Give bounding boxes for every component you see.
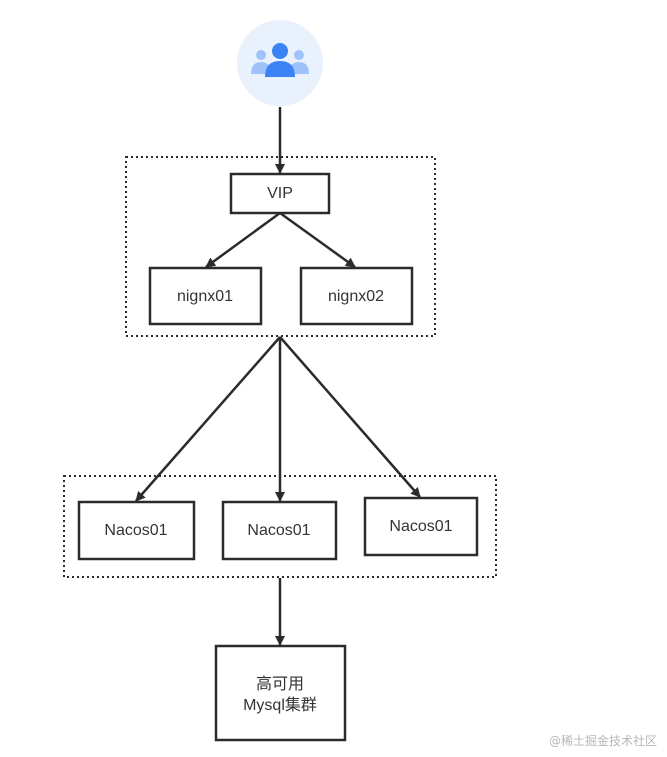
nacos3-label: Nacos01 [389, 518, 452, 535]
nginx1-label: nignx01 [177, 288, 233, 305]
nginx2-label: nignx02 [328, 288, 384, 305]
nginx-group-boundary [125, 156, 436, 337]
arrow-nginx-to-nacos1 [135, 336, 281, 502]
nacos2-box [221, 500, 338, 561]
nacos2-label: Nacos01 [247, 522, 310, 539]
vip-box [229, 172, 331, 215]
nginx2-box [299, 266, 414, 326]
nacos1-box [77, 500, 196, 561]
mysql-box [214, 644, 347, 742]
nginx1-box [148, 266, 263, 326]
mysql-label-line2: Mysql集群 [243, 696, 317, 714]
mysql-label-line1: 高可用 [256, 675, 304, 693]
nacos1-label: Nacos01 [104, 522, 167, 539]
nacos3-box [363, 496, 479, 557]
arrow-nginx-to-nacos3 [279, 336, 421, 498]
users-group-icon [237, 20, 323, 106]
watermark: @稀土掘金技术社区 [548, 734, 657, 748]
arrow-vip-to-nginx1 [205, 211, 281, 269]
arrow-vip-to-nginx2 [279, 211, 356, 269]
vip-label: VIP [267, 185, 293, 202]
